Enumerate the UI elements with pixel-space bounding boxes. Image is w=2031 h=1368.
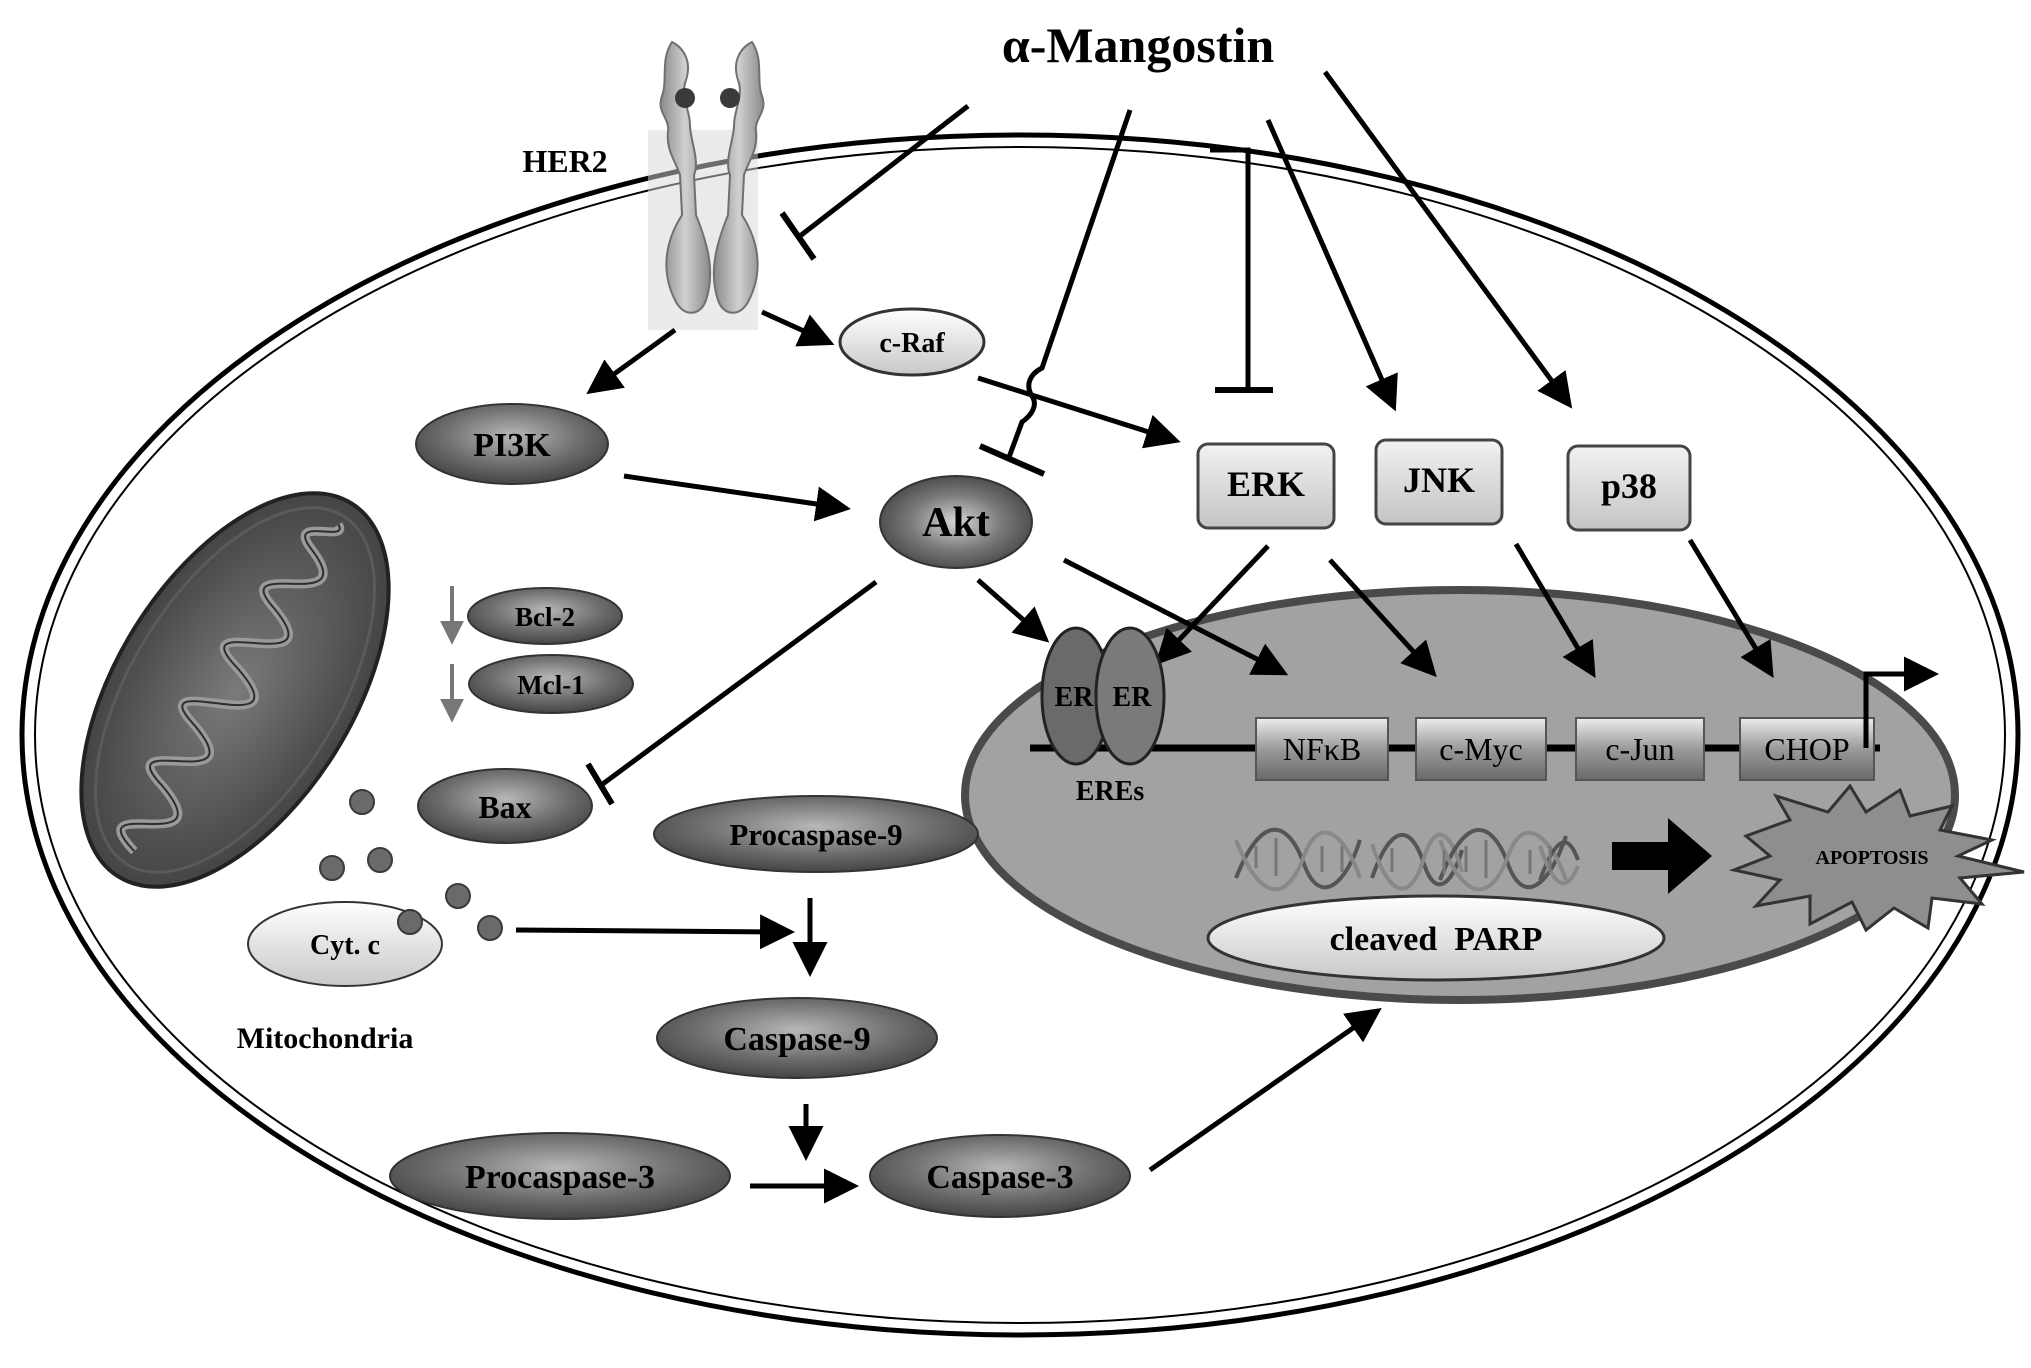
alpha-mangostin-title: α-Mangostin <box>1002 17 1275 73</box>
c-raf-node: c-Raf <box>838 307 986 377</box>
dna-helix-icon <box>1234 827 1580 892</box>
cytochrome-c-particle <box>397 909 423 935</box>
apoptosis-arrow <box>1612 818 1712 894</box>
mitochondria-label: Mitochondria <box>237 1022 414 1055</box>
gene-cjun: c-Jun <box>1575 717 1705 781</box>
bcl2-node: Bcl-2 <box>467 587 623 645</box>
cyt-c-node: Cyt. c <box>247 901 443 987</box>
akt-node: Akt <box>879 475 1033 569</box>
caspase3-label: Caspase-3 <box>926 1159 1073 1196</box>
gene-cmyc-label: c-Myc <box>1439 731 1523 767</box>
caspase9-label: Caspase-9 <box>723 1021 870 1058</box>
bax-label: Bax <box>478 789 531 825</box>
mcl1-node: Mcl-1 <box>468 654 634 714</box>
cleaved-parp-label: cleaved PARP <box>1330 921 1543 958</box>
gene-nfkb-label: NFκB <box>1283 731 1361 767</box>
erk-node: ERK <box>1196 442 1336 530</box>
apoptosis-starburst: APOPTOSIS <box>1728 783 2025 933</box>
procaspase9-node: Procaspase-9 <box>653 795 979 873</box>
procaspase9-label: Procaspase-9 <box>729 817 902 852</box>
gene-chop: CHOP <box>1739 717 1875 781</box>
nucleus <box>961 586 1959 1004</box>
caspase3-node: Caspase-3 <box>869 1134 1131 1218</box>
akt-label: Akt <box>922 500 990 546</box>
transcription-start-arrow <box>1863 656 1939 748</box>
pathway-edges <box>440 70 1774 1204</box>
jnk-node: JNK <box>1374 438 1504 526</box>
p38-label: p38 <box>1601 466 1657 506</box>
pi3k-node: PI3K <box>415 403 609 485</box>
procaspase3-label: Procaspase-3 <box>465 1159 655 1196</box>
p38-node: p38 <box>1566 444 1692 532</box>
er-left-label: ER <box>1055 682 1095 713</box>
gene-cjun-label: c-Jun <box>1605 731 1674 767</box>
gene-nfkb: NFκB <box>1255 717 1389 781</box>
bcl2-label: Bcl-2 <box>515 602 575 632</box>
cyt-c-label: Cyt. c <box>310 930 380 961</box>
apoptosis-label: APOPTOSIS <box>1816 847 1929 869</box>
cleaved-parp-node: cleaved PARP <box>1206 894 1666 982</box>
erk-label: ERK <box>1227 464 1305 504</box>
jnk-label: JNK <box>1403 460 1475 500</box>
c-raf-label: c-Raf <box>879 328 945 359</box>
er-right-label: ER <box>1113 682 1153 713</box>
caspase9-node: Caspase-9 <box>656 997 938 1079</box>
er-dimer: ER ER <box>1040 626 1166 766</box>
gene-chop-label: CHOP <box>1764 731 1849 767</box>
gene-cmyc: c-Myc <box>1415 717 1547 781</box>
procaspase3-node: Procaspase-3 <box>389 1132 731 1220</box>
mcl1-label: Mcl-1 <box>517 670 584 700</box>
cell-membrane <box>19 132 2021 1338</box>
her2-label: HER2 <box>522 143 607 179</box>
bax-node: Bax <box>417 768 593 844</box>
pi3k-label: PI3K <box>473 427 551 464</box>
mitochondrion <box>79 491 391 889</box>
eres-label: EREs <box>1076 776 1145 807</box>
her2-receptor <box>648 40 765 330</box>
